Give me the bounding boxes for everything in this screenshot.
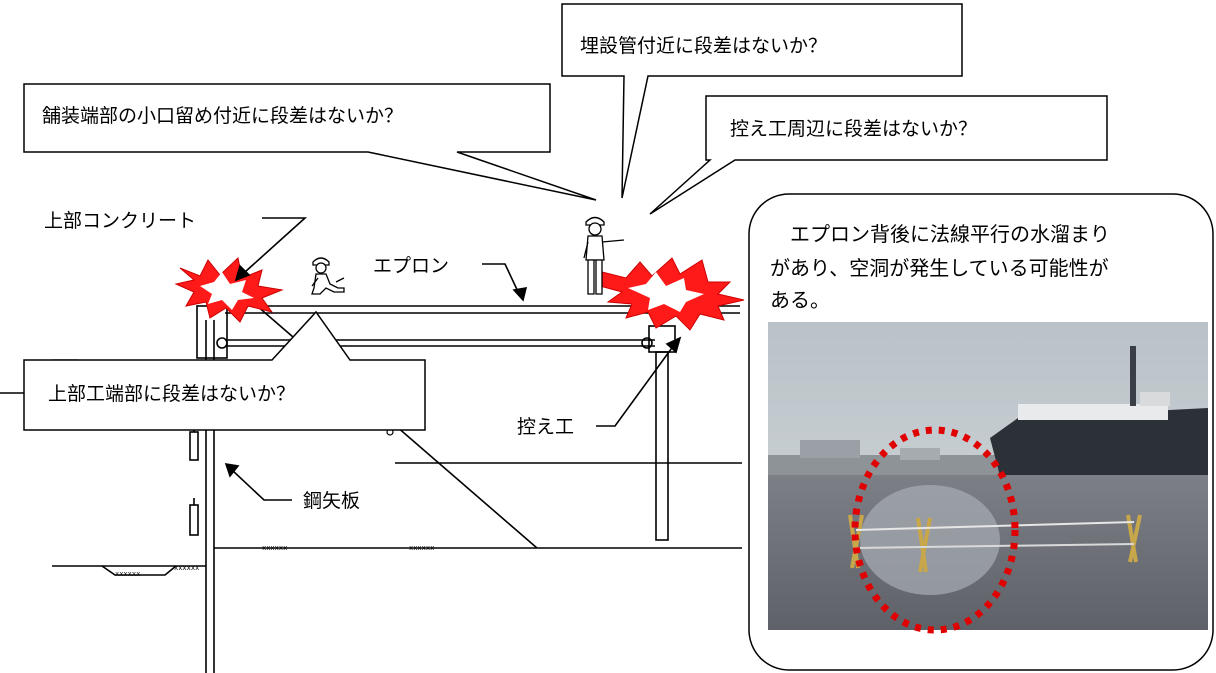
hatch-mark-3: xxxxxx bbox=[115, 570, 140, 578]
label-leaders bbox=[224, 217, 682, 501]
seabed-notch bbox=[101, 565, 177, 576]
sheet-pile-label: 鋼矢板 bbox=[303, 490, 360, 512]
note-line-1: エプロン背後に法線平行の水溜まり bbox=[770, 222, 1110, 246]
note-line-3: ある。 bbox=[770, 288, 830, 312]
hatch-marks: xxxxxx xxxxxx xxxxxx xxxxxx bbox=[115, 544, 434, 578]
callout-anchor-area: 控え工周辺に段差はないか？ bbox=[649, 95, 1108, 215]
wale-upper bbox=[189, 431, 199, 461]
anchor-leader bbox=[596, 344, 675, 427]
standing-inspector-icon bbox=[583, 216, 625, 295]
tie-rod-joint-left bbox=[216, 337, 228, 349]
callout-pavement-end-text: 舗装端部の小口留め付近に段差はないか？ bbox=[42, 105, 403, 127]
burst-left bbox=[174, 257, 284, 323]
callout-pavement-end: 舗装端部の小口留め付近に段差はないか？ bbox=[23, 83, 597, 201]
kneeling-inspector-icon bbox=[311, 257, 345, 295]
callout-buried-pipe: 埋設管付近に段差はないか？ bbox=[561, 3, 963, 199]
quay-apron-puddle-photo bbox=[768, 322, 1208, 634]
callout-upper-end-text: 上部工端部に段差はないか？ bbox=[48, 383, 295, 405]
note-line-2: があり、空洞が発生している可能性が bbox=[770, 256, 1109, 280]
hatch-mark-1: xxxxxx bbox=[262, 544, 287, 552]
hatch-mark-2: xxxxxx bbox=[409, 544, 434, 552]
upper-concrete-leader bbox=[244, 217, 308, 273]
apron-label: エプロン bbox=[373, 255, 449, 277]
anchor-label: 控え工 bbox=[517, 416, 574, 438]
upper-concrete-label: 上部コンクリート bbox=[44, 210, 196, 232]
wale-lower bbox=[189, 504, 199, 536]
hatch-mark-4: xxxxxx bbox=[174, 564, 199, 572]
anchor-pile bbox=[655, 351, 669, 541]
callout-upper-end: 上部工端部に段差はないか？ bbox=[23, 310, 426, 431]
callout-anchor-area-text: 控え工周辺に段差はないか？ bbox=[730, 118, 977, 140]
note-panel: エプロン背後に法線平行の水溜まり があり、空洞が発生している可能性が ある。 bbox=[748, 193, 1214, 671]
tie-rod-joint-right bbox=[641, 337, 653, 349]
puddle-highlight-circle bbox=[851, 426, 1019, 634]
apron-leader bbox=[482, 263, 521, 297]
callout-buried-pipe-text: 埋設管付近に段差はないか？ bbox=[580, 35, 827, 57]
burst-right bbox=[599, 257, 745, 331]
sheet-pile-leader bbox=[231, 469, 292, 501]
